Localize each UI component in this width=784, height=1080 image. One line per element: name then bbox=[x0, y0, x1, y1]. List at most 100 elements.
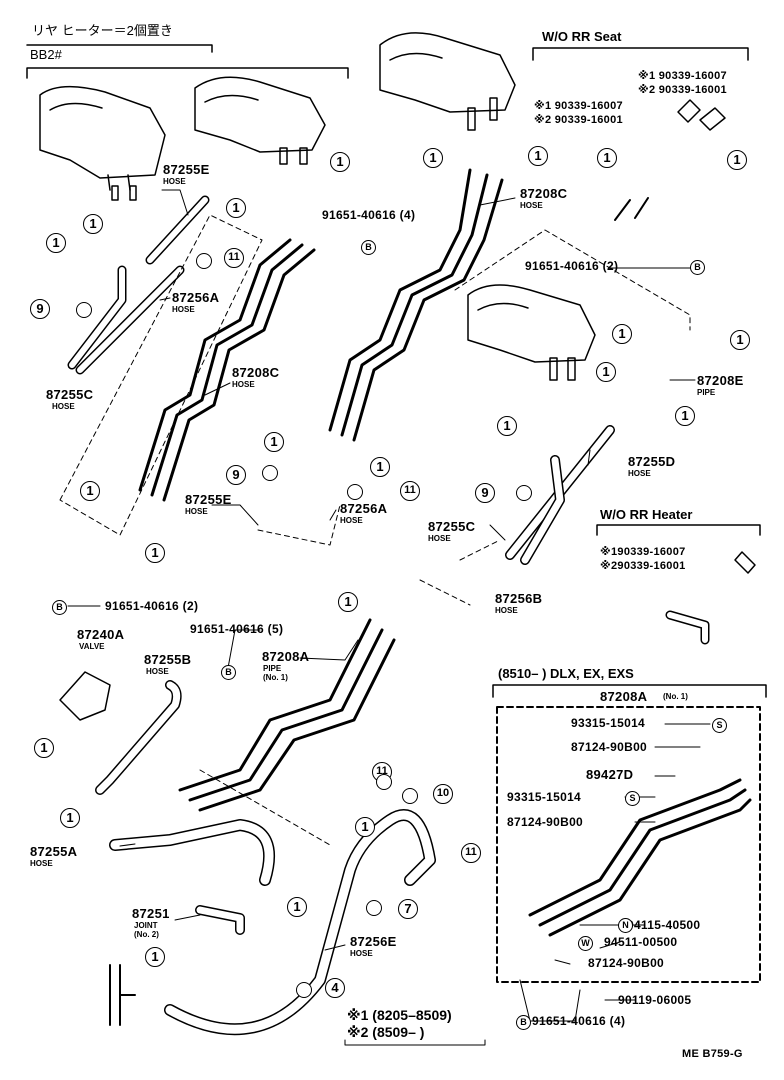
part-91651-5: 91651-40616 (5) bbox=[190, 622, 284, 636]
sub-valve: VALVE bbox=[79, 642, 105, 651]
sub-no1: (No. 1) bbox=[263, 673, 288, 682]
part-87124-a: 87124-90B00 bbox=[571, 740, 648, 754]
ref-1: 1 bbox=[727, 150, 747, 170]
heater-alt-2: ※290339-16001 bbox=[600, 560, 686, 572]
dashed-right-group bbox=[454, 229, 691, 331]
valve-87240a bbox=[59, 671, 111, 721]
sub-hose: HOSE bbox=[495, 606, 518, 615]
ref-dot bbox=[76, 302, 92, 318]
seat-alt-3: ※1 90339-16007 bbox=[534, 100, 623, 112]
ref-dot bbox=[347, 484, 363, 500]
ref-1: 1 bbox=[264, 432, 284, 452]
sub-no1: (No. 1) bbox=[663, 692, 688, 701]
ref-1: 1 bbox=[338, 592, 358, 612]
pipe-87208a bbox=[178, 618, 372, 792]
ref-1: 1 bbox=[330, 152, 350, 172]
ref-1: 1 bbox=[80, 481, 100, 501]
pipe-tee-left bbox=[109, 964, 136, 1026]
sub-hose: HOSE bbox=[428, 534, 451, 543]
ref-1: 1 bbox=[675, 406, 695, 426]
ref-n: N bbox=[618, 918, 633, 933]
ref-b: B bbox=[52, 600, 67, 615]
heater-alt-1: ※190339-16007 bbox=[600, 546, 686, 558]
ref-b: B bbox=[221, 665, 236, 680]
ref-1: 1 bbox=[287, 897, 307, 917]
ref-9: 9 bbox=[30, 299, 50, 319]
part-87251: 87251 bbox=[132, 906, 170, 921]
sub-hose: HOSE bbox=[520, 201, 543, 210]
catalog-code: ME B759-G bbox=[682, 1048, 743, 1060]
dashed-left-group bbox=[59, 214, 263, 536]
ref-1: 1 bbox=[355, 817, 375, 837]
part-93315-b: 93315-15014 bbox=[507, 790, 582, 804]
ref-1: 1 bbox=[528, 146, 548, 166]
ref-dot bbox=[402, 788, 418, 804]
ref-1: 1 bbox=[597, 148, 617, 168]
wo-rr-heater-bracket bbox=[596, 524, 761, 536]
heater-unit-top bbox=[379, 32, 516, 131]
sub-hose: HOSE bbox=[172, 305, 195, 314]
sub-joint: JOINT bbox=[134, 921, 158, 930]
ref-dot bbox=[196, 253, 212, 269]
heater-unit-left bbox=[39, 85, 166, 201]
sub-hose: HOSE bbox=[350, 949, 373, 958]
part-91651-2-left: 91651-40616 (2) bbox=[105, 599, 199, 613]
part-87208e: 87208E bbox=[697, 373, 744, 388]
part-87240a: 87240A bbox=[77, 627, 125, 642]
dlx-dashed-box bbox=[496, 706, 761, 983]
seat-alt-4: ※2 90339-16001 bbox=[534, 114, 623, 126]
ref-b: B bbox=[361, 240, 376, 255]
part-87255e-top: 87255E bbox=[163, 162, 210, 177]
part-87256a-low: 87256A bbox=[340, 501, 388, 516]
ref-dot bbox=[296, 982, 312, 998]
ref-9: 9 bbox=[226, 465, 246, 485]
ref-11: 11 bbox=[461, 843, 481, 863]
ref-1: 1 bbox=[60, 808, 80, 828]
sub-hose: HOSE bbox=[185, 507, 208, 516]
ref-11: 11 bbox=[400, 481, 420, 501]
ref-s: S bbox=[712, 718, 727, 733]
part-87124-c: 87124-90B00 bbox=[588, 956, 665, 970]
ref-1: 1 bbox=[596, 362, 616, 382]
bb2-label: BB2# bbox=[30, 47, 62, 62]
ref-w: W bbox=[578, 936, 593, 951]
ref-1: 1 bbox=[145, 947, 165, 967]
part-94511: 94511-00500 bbox=[604, 935, 678, 949]
ref-s: S bbox=[625, 791, 640, 806]
part-91651-4: 91651-40616 (4) bbox=[322, 208, 416, 222]
part-87255a: 87255A bbox=[30, 844, 78, 859]
cap-90339-a bbox=[677, 99, 701, 123]
ref-1: 1 bbox=[370, 457, 390, 477]
pipe-87208c-mid bbox=[138, 238, 292, 492]
part-87208c-top: 87208C bbox=[520, 186, 568, 201]
ref-dot bbox=[366, 900, 382, 916]
seat-alt-2: ※2 90339-16001 bbox=[638, 84, 727, 96]
part-87255b: 87255B bbox=[144, 652, 192, 667]
cap-90339-b bbox=[699, 107, 726, 131]
ref-dot bbox=[376, 774, 392, 790]
part-87255e-low: 87255E bbox=[185, 492, 232, 507]
bb2-bracket bbox=[26, 67, 349, 79]
ref-11: 11 bbox=[224, 248, 244, 268]
part-87256a: 87256A bbox=[172, 290, 220, 305]
ref-10: 10 bbox=[433, 784, 453, 804]
ref-1: 1 bbox=[423, 148, 443, 168]
dlx-bracket bbox=[492, 684, 767, 698]
part-87208c-mid: 87208C bbox=[232, 365, 280, 380]
ref-1: 1 bbox=[145, 543, 165, 563]
sub-no2: (No. 2) bbox=[134, 930, 159, 939]
ref-4: 4 bbox=[325, 978, 345, 998]
cap-90339-heater bbox=[734, 551, 756, 574]
sub-pipe: PIPE bbox=[697, 388, 716, 397]
sub-hose: HOSE bbox=[340, 516, 363, 525]
bolts-wo-seat bbox=[614, 197, 649, 221]
ref-1: 1 bbox=[83, 214, 103, 234]
footnote-2: ※2 (8509– ) bbox=[347, 1024, 425, 1040]
part-89427d: 89427D bbox=[586, 767, 634, 782]
ref-dot bbox=[262, 465, 278, 481]
ref-1: 1 bbox=[612, 324, 632, 344]
sub-hose: HOSE bbox=[628, 469, 651, 478]
ref-1: 1 bbox=[46, 233, 66, 253]
sub-hose: HOSE bbox=[232, 380, 255, 389]
